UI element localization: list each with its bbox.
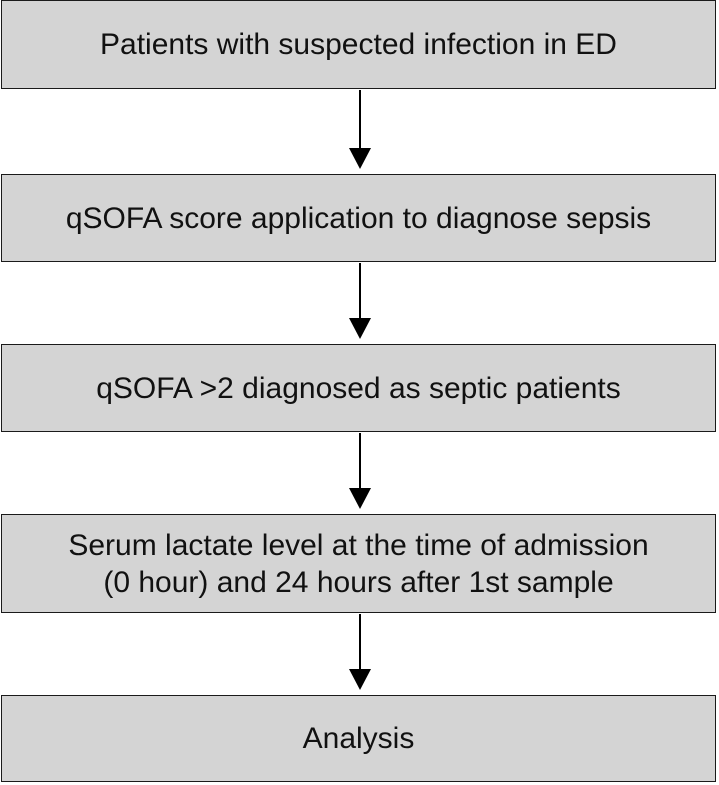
arrow-1-to-2	[349, 90, 371, 169]
step-5-label: Analysis	[302, 722, 415, 755]
arrow-2-to-3	[349, 263, 371, 339]
step-1-label: Patients with suspected infection in ED	[100, 28, 617, 61]
flowchart-step-2: qSOFA score application to diagnose seps…	[1, 174, 716, 262]
flowchart-step-1: Patients with suspected infection in ED	[1, 0, 716, 89]
step-2-label: qSOFA score application to diagnose seps…	[65, 201, 652, 235]
flowchart-step-3: qSOFA >2 diagnosed as septic patients	[1, 344, 716, 432]
flowchart-step-5: Analysis	[1, 695, 716, 782]
step-3-label: qSOFA >2 diagnosed as septic patients	[96, 371, 621, 405]
arrow-3-to-4	[349, 433, 371, 509]
step-4-label: Serum lactate level at the time of admis…	[68, 528, 649, 599]
flowchart-step-4: Serum lactate level at the time of admis…	[1, 514, 716, 613]
arrow-4-to-5	[349, 614, 371, 690]
